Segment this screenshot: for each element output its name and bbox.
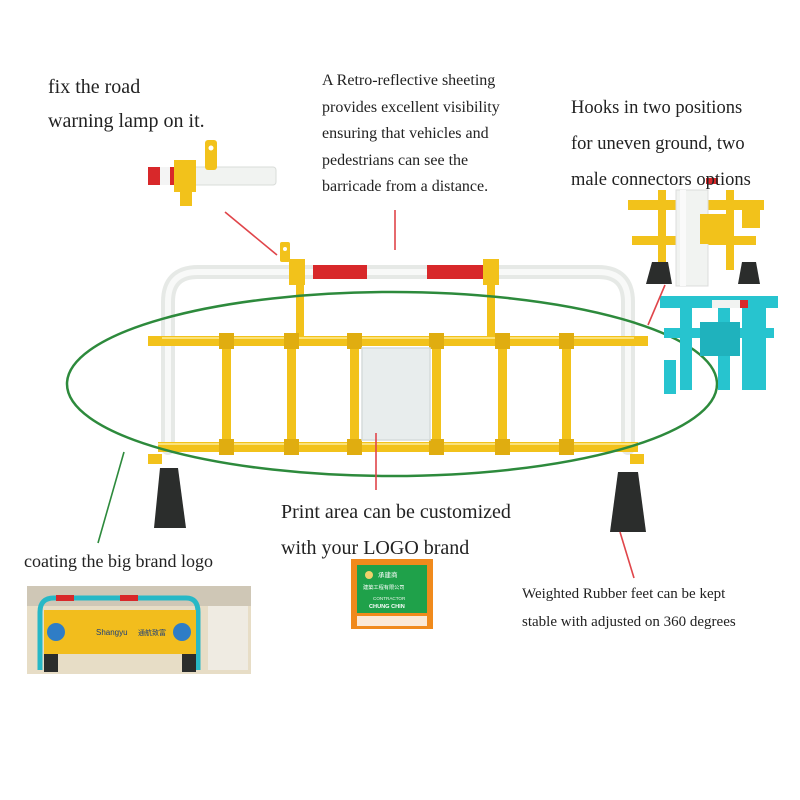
annotation-line: fix the road — [48, 76, 141, 98]
annotation-line: Weighted Rubber feet can be kept — [522, 586, 726, 602]
pointer-lines — [97, 210, 666, 579]
main-barrier — [148, 242, 648, 532]
logo-panel-sample: 承建商 建築工程有限公司 CONTRACTOR CHUNG CHIN — [351, 559, 433, 629]
brand-sample-right-text: 通航致富 — [138, 628, 166, 637]
side-hooks — [148, 336, 648, 464]
lamp-holder-detail — [148, 140, 277, 206]
logo-panel-company: 建築工程有限公司 — [363, 583, 405, 591]
hooks-annotation: Hooks in two positions for uneven ground… — [571, 90, 751, 198]
retro-sheeting-annotation: A Retro-reflective sheeting provides exc… — [322, 68, 500, 201]
rubber-feet — [154, 468, 646, 532]
road-lamp-annotation: fix the road warning lamp on it. — [48, 70, 205, 138]
retro-reflective-sheeting — [313, 265, 483, 279]
hooks-detail-yellow — [628, 178, 764, 287]
brand-sample-left-text: Shangyu — [96, 628, 128, 637]
logo-panel-contractor-label: CONTRACTOR — [373, 596, 406, 601]
coating-annotation: coating the big brand logo — [24, 551, 213, 571]
annotation-line: provides excellent visibility — [322, 98, 500, 116]
annotation-line: barricade from a distance. — [322, 178, 489, 195]
logo-panel-contractor-name: CHUNG CHIN — [369, 604, 405, 610]
print-area-panel — [361, 347, 431, 441]
annotation-line: warning lamp on it. — [48, 110, 205, 132]
annotation-line: for uneven ground, two — [571, 134, 745, 154]
rubber-feet-annotation: Weighted Rubber feet can be kept stable … — [522, 580, 736, 636]
hooks-detail-cyan — [660, 296, 778, 394]
annotation-line: pedestrians can see the — [322, 151, 469, 169]
annotation-line: ensuring that vehicles and — [322, 125, 489, 142]
annotation-line: A Retro-reflective sheeting — [322, 72, 496, 89]
highlight-ellipse — [65, 290, 719, 478]
barrier-pickets — [222, 340, 571, 446]
annotation-line: Hooks in two positions — [571, 98, 743, 118]
annotation-line: stable with adjusted on 360 degrees — [522, 614, 736, 630]
annotation-line: with your LOGO brand — [281, 537, 470, 559]
logo-panel-title: 承建商 — [378, 570, 398, 579]
brand-logo-sample: Shangyu 通航致富 — [27, 586, 251, 674]
annotation-line: Print area can be customized — [281, 501, 511, 523]
print-area-annotation: Print area can be customized with your L… — [281, 494, 511, 566]
annotation-line: male connectors options — [571, 170, 751, 190]
lamp-holder — [280, 242, 290, 262]
